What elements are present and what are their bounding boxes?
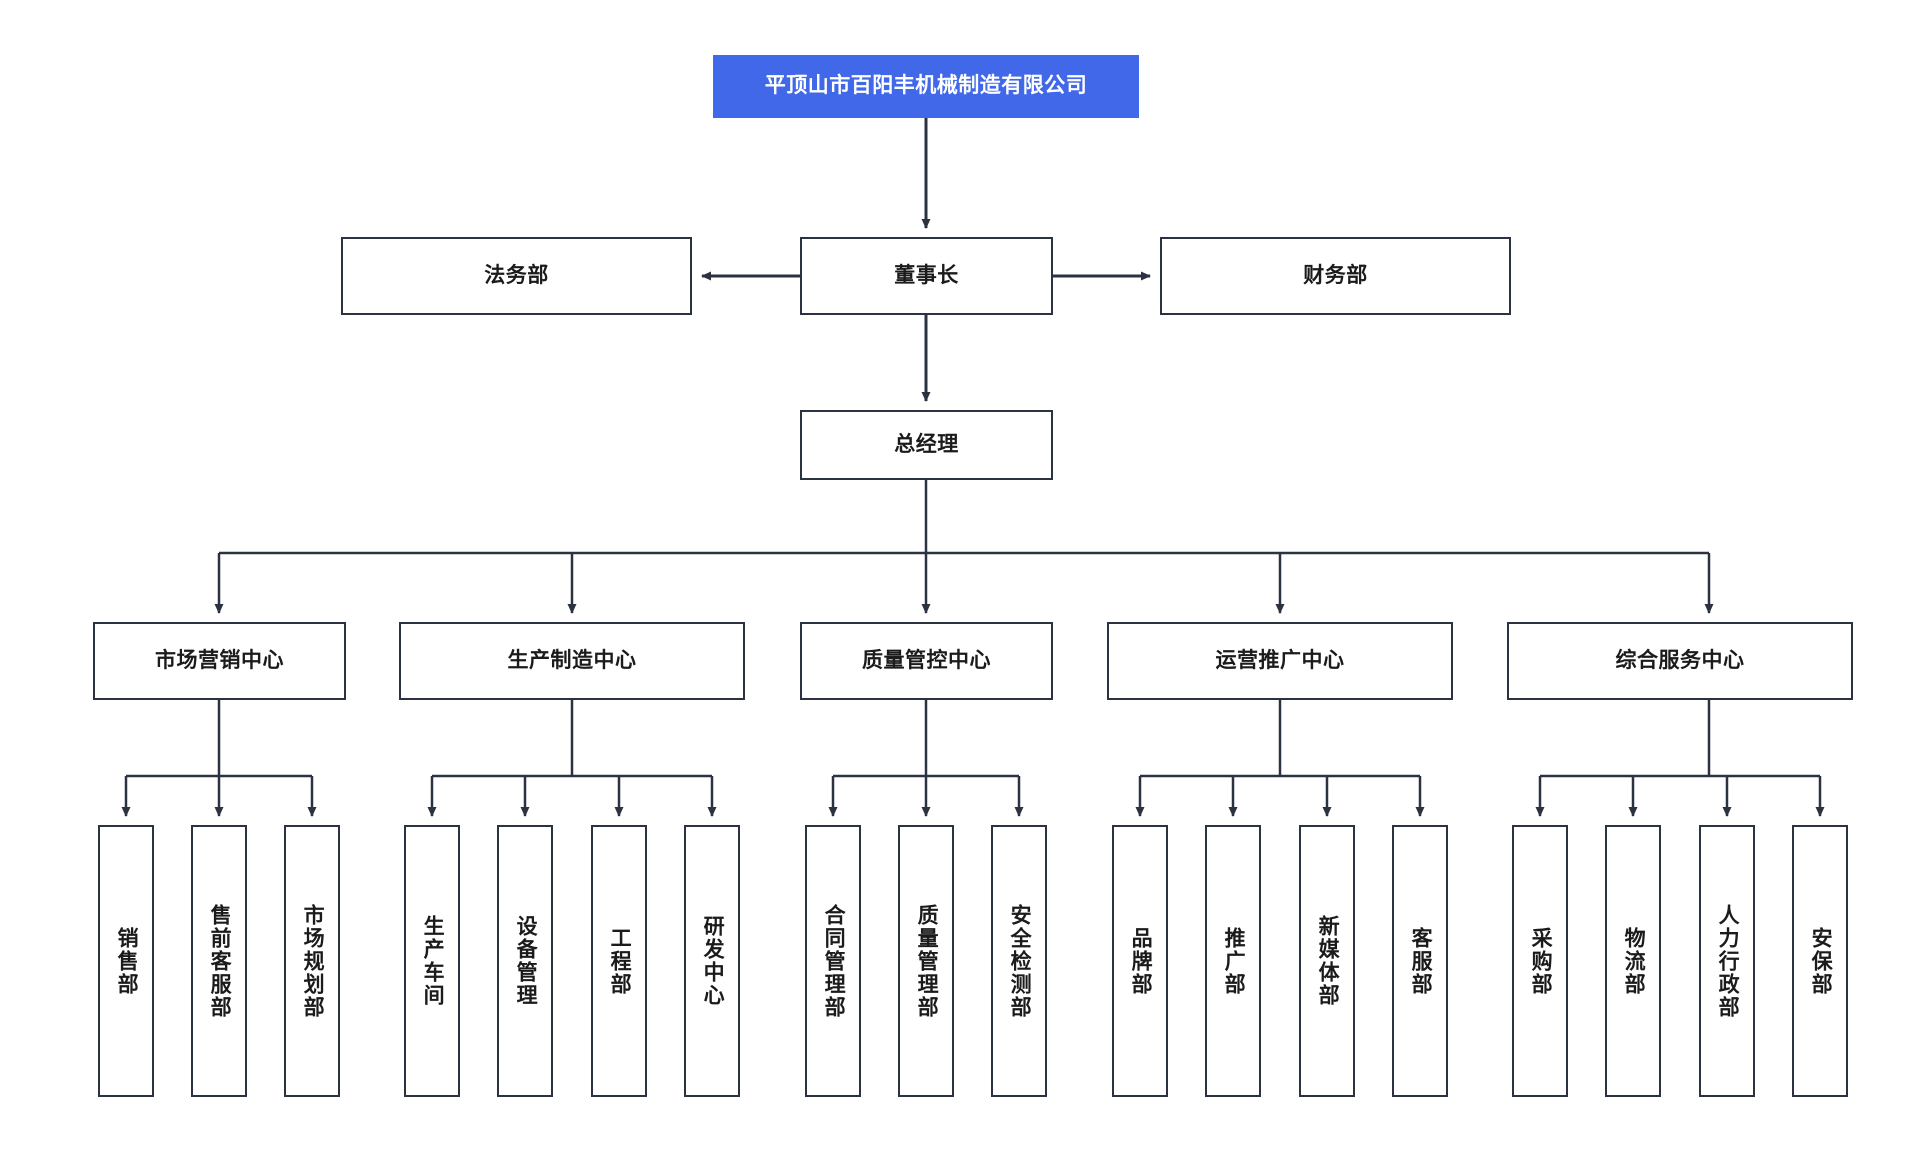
node-center-quality[interactable]: 质量管控中心: [800, 622, 1053, 700]
node-finance-department[interactable]: 财务部: [1160, 237, 1511, 315]
node-dept-contract-management-label: 合同管理部: [822, 903, 846, 1019]
node-dept-brand-label: 品牌部: [1129, 926, 1153, 996]
node-dept-sales[interactable]: 销售部: [98, 825, 154, 1097]
node-dept-market-planning-label: 市场规划部: [301, 903, 325, 1019]
node-dept-promotion[interactable]: 推广部: [1205, 825, 1261, 1097]
node-center-manufacturing-label: 生产制造中心: [507, 648, 637, 672]
node-company-root[interactable]: 平顶山市百阳丰机械制造有限公司: [713, 55, 1139, 118]
node-dept-new-media[interactable]: 新媒体部: [1299, 825, 1355, 1097]
node-center-operations-label: 运营推广中心: [1215, 648, 1345, 672]
node-dept-production-workshop[interactable]: 生产车间: [404, 825, 460, 1097]
node-dept-quality-management[interactable]: 质量管理部: [898, 825, 954, 1097]
node-dept-procurement[interactable]: 采购部: [1512, 825, 1568, 1097]
node-dept-hr-administration[interactable]: 人力行政部: [1699, 825, 1755, 1097]
node-center-quality-label: 质量管控中心: [862, 648, 991, 672]
node-center-operations[interactable]: 运营推广中心: [1107, 622, 1453, 700]
node-dept-customer-service[interactable]: 客服部: [1392, 825, 1448, 1097]
node-dept-logistics[interactable]: 物流部: [1605, 825, 1661, 1097]
node-dept-presales-service-label: 售前客服部: [208, 903, 232, 1019]
node-dept-sales-label: 销售部: [115, 926, 139, 996]
node-general-manager[interactable]: 总经理: [800, 410, 1053, 480]
node-center-marketing[interactable]: 市场营销中心: [93, 622, 346, 700]
node-dept-security-label: 安保部: [1809, 926, 1833, 996]
node-chairman[interactable]: 董事长: [800, 237, 1053, 315]
node-dept-quality-management-label: 质量管理部: [915, 903, 939, 1019]
node-dept-equipment-management-label: 设备管理: [514, 915, 538, 1007]
node-center-manufacturing[interactable]: 生产制造中心: [399, 622, 745, 700]
node-dept-safety-inspection-label: 安全检测部: [1008, 903, 1032, 1019]
node-center-general-services[interactable]: 综合服务中心: [1507, 622, 1853, 700]
node-general-manager-label: 总经理: [894, 432, 959, 456]
node-finance-department-label: 财务部: [1303, 263, 1368, 287]
node-legal-department-label: 法务部: [484, 263, 549, 287]
node-dept-engineering-label: 工程部: [608, 926, 632, 996]
node-dept-equipment-management[interactable]: 设备管理: [497, 825, 553, 1097]
node-dept-procurement-label: 采购部: [1529, 926, 1553, 996]
node-company-root-label: 平顶山市百阳丰机械制造有限公司: [764, 74, 1088, 98]
node-dept-presales-service[interactable]: 售前客服部: [191, 825, 247, 1097]
node-dept-brand[interactable]: 品牌部: [1112, 825, 1168, 1097]
node-dept-contract-management[interactable]: 合同管理部: [805, 825, 861, 1097]
node-dept-customer-service-label: 客服部: [1409, 926, 1433, 996]
node-dept-security[interactable]: 安保部: [1792, 825, 1848, 1097]
node-dept-production-workshop-label: 生产车间: [421, 915, 445, 1007]
node-dept-rnd-center[interactable]: 研发中心: [684, 825, 740, 1097]
node-dept-hr-administration-label: 人力行政部: [1716, 903, 1740, 1019]
node-dept-rnd-center-label: 研发中心: [701, 915, 725, 1007]
node-dept-new-media-label: 新媒体部: [1316, 915, 1340, 1007]
node-dept-safety-inspection[interactable]: 安全检测部: [991, 825, 1047, 1097]
node-dept-promotion-label: 推广部: [1222, 926, 1246, 996]
node-chairman-label: 董事长: [894, 263, 959, 287]
node-center-marketing-label: 市场营销中心: [155, 648, 284, 672]
node-dept-engineering[interactable]: 工程部: [591, 825, 647, 1097]
node-legal-department[interactable]: 法务部: [341, 237, 692, 315]
node-center-general-services-label: 综合服务中心: [1615, 648, 1745, 672]
node-dept-market-planning[interactable]: 市场规划部: [284, 825, 340, 1097]
node-dept-logistics-label: 物流部: [1622, 926, 1646, 996]
